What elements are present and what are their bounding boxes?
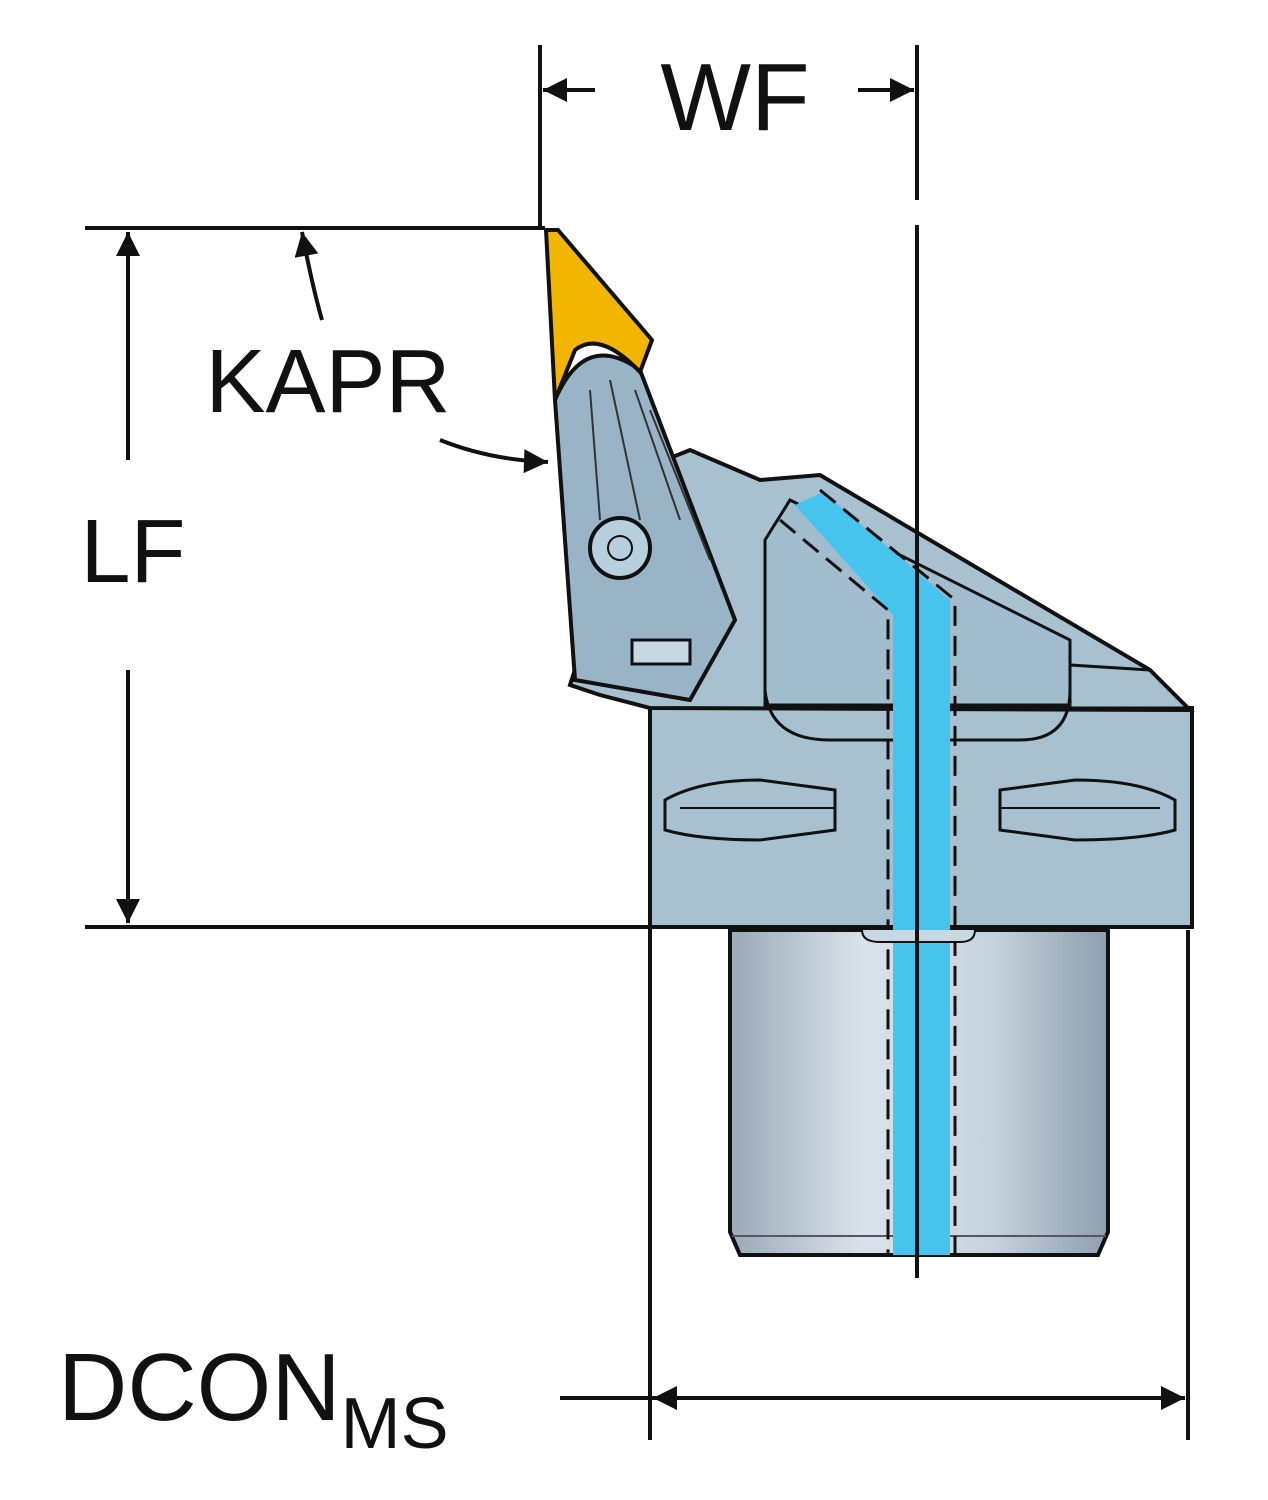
head-edge [1069, 663, 1151, 672]
slot-left [663, 778, 837, 842]
wf-label: WF [660, 44, 809, 151]
coolant-channel [795, 492, 950, 1255]
kapr-arrow-top [294, 231, 324, 321]
cutting-insert [543, 228, 655, 401]
dcon-subscript: MS [341, 1384, 449, 1464]
torx-icon [607, 535, 633, 561]
kapr-label: KAPR [205, 332, 450, 432]
lf-label: LF [80, 502, 185, 602]
slot-right [998, 778, 1177, 842]
dimension-lines [85, 45, 1190, 1440]
clamp-grooves [589, 379, 711, 561]
clamp [552, 353, 738, 703]
dcon-main: DCON [58, 1334, 341, 1441]
screw-icon [588, 516, 652, 580]
head-bevel [763, 689, 1072, 742]
clamp-slot [630, 638, 692, 666]
kapr-arrow-side [439, 438, 549, 474]
coolant-channel-outline [779, 488, 957, 1255]
dcon-label: DCONMS [58, 1334, 449, 1464]
